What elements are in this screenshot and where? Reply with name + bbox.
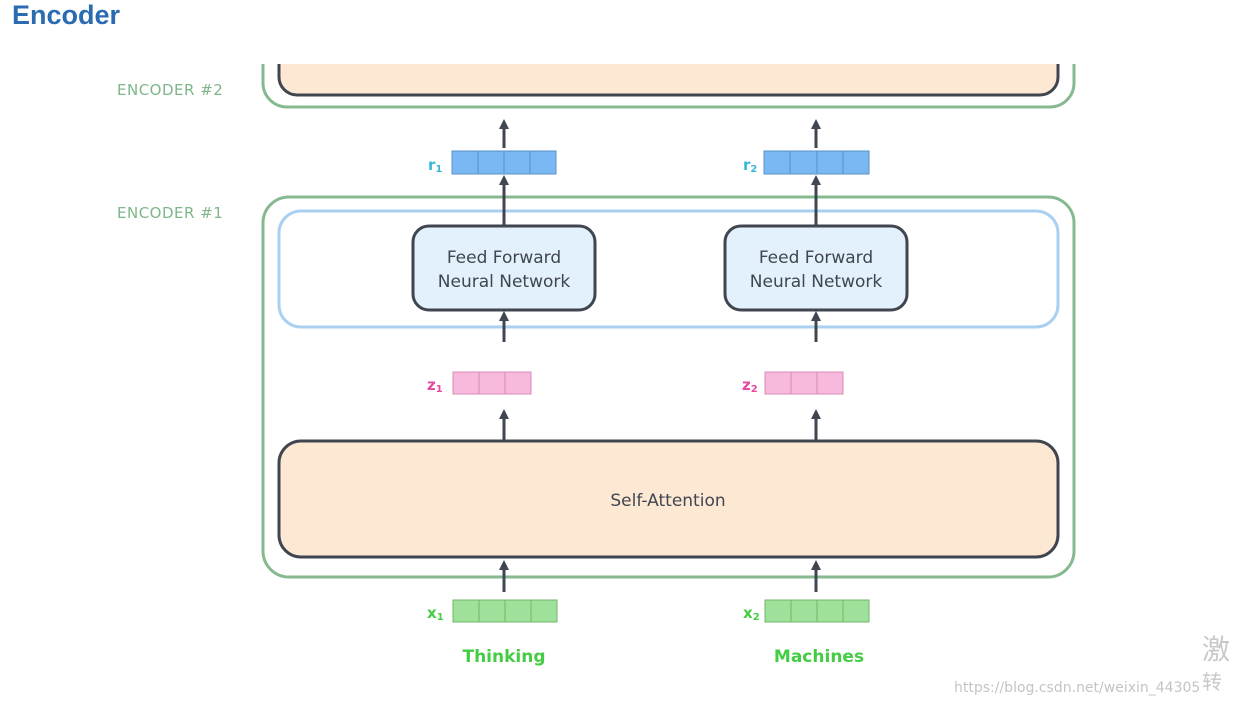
encoder-1-label: ENCODER #1 [117,204,223,222]
ffnn-box-2-line2: Neural Network [750,272,883,292]
vector-z1-label: z1 [427,376,443,395]
watermark-url: https://blog.csdn.net/weixin_44305 [954,680,1201,696]
ffnn-box-1-line2: Neural Network [438,272,571,292]
vector-x2 [764,599,870,623]
vector-z1 [452,371,532,395]
watermark-cjk-1: 激 [1202,633,1231,666]
self-attention-box [277,439,1060,559]
vector-z2-label: z2 [742,376,758,395]
watermark-cjk-2: 转 [1202,670,1222,694]
vector-r2 [763,150,870,175]
encoder-2-label: ENCODER #2 [117,81,223,99]
ffnn-box-1 [411,224,597,312]
vector-x2-label: x2 [743,604,760,623]
vector-r2-label: r2 [743,156,757,175]
vector-x1 [452,599,558,623]
page-title: Encoder [12,0,121,30]
encoder-1-block [261,195,1076,579]
ffnn-box-2 [723,224,909,312]
word-thinking: Thinking [462,647,545,667]
ffnn-box-2-line1: Feed Forward [759,248,873,268]
ffnn-box-1-line1: Feed Forward [447,248,561,268]
vector-r1 [451,150,557,175]
self-attention-label: Self-Attention [610,491,725,511]
ffnn-layer [277,209,1060,329]
encoder-2-block [261,64,1076,109]
vector-x1-label: x1 [427,604,444,623]
vector-r1-label: r1 [428,156,442,175]
vector-z2 [764,371,844,395]
word-machines: Machines [774,647,864,667]
